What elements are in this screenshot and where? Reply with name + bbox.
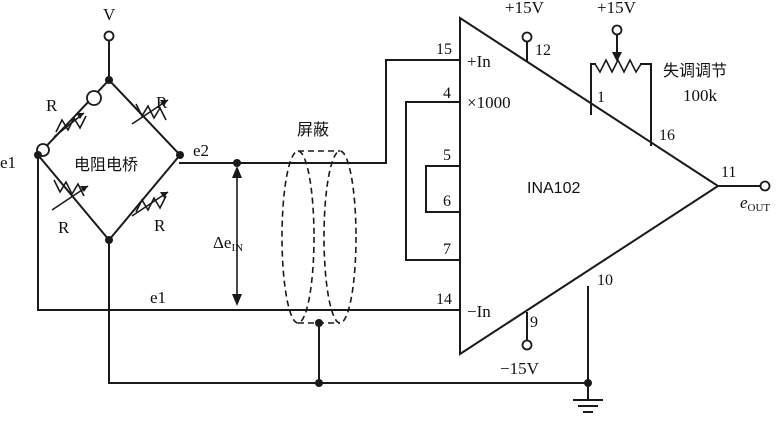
vpos-terminal-12 — [521, 31, 533, 43]
pin-9: 9 — [530, 314, 538, 331]
pin-1: 1 — [597, 89, 605, 106]
amp-name: INA102 — [527, 180, 580, 197]
pin-4: 4 — [443, 85, 451, 102]
node-e1-label: e1 — [0, 153, 16, 172]
resistor-label-bl: R — [58, 218, 70, 237]
gain-label: ×1000 — [467, 93, 511, 112]
pin-5: 5 — [443, 147, 451, 164]
trim-label: 失调调节 — [663, 61, 727, 80]
pin-12: 12 — [535, 42, 551, 59]
resistor-label-tr: R — [156, 93, 168, 112]
output-label: eOUT — [740, 193, 770, 214]
vpos-label-pot: +15V — [597, 0, 637, 17]
bridge-title: 电阻电桥 — [74, 155, 138, 174]
resistor-bottom-right — [131, 191, 169, 217]
pin-10: 10 — [597, 272, 613, 289]
e1-line-label: e1 — [150, 288, 166, 307]
pin-7: 7 — [443, 241, 451, 258]
wiring: e1 — [37, 59, 603, 413]
output-terminal — [759, 180, 771, 192]
vneg-label: −15V — [500, 359, 540, 378]
bridge-circuit: V R R R — [0, 5, 209, 244]
node-e2-label: e2 — [193, 141, 209, 160]
ground-icon — [573, 379, 603, 413]
resistor-top-left — [53, 112, 87, 138]
delta-ein-indicator: ΔeIN — [213, 166, 243, 306]
resistor-label-br: R — [154, 216, 166, 235]
shield-cable: 屏蔽 — [281, 120, 357, 324]
plus-in-label: +In — [467, 52, 491, 71]
supply-terminal — [103, 30, 115, 42]
offset-trim-pot — [590, 24, 652, 146]
pin-14: 14 — [436, 291, 452, 308]
pin-16: 16 — [659, 127, 675, 144]
shield-label: 屏蔽 — [297, 120, 329, 139]
resistor-label-tl: R — [46, 96, 58, 115]
delta-ein-label: ΔeIN — [213, 233, 243, 254]
resistor-bottom-left — [51, 179, 89, 211]
vpos-label-12: +15V — [505, 0, 545, 17]
bridge-ring-1 — [86, 90, 102, 106]
pin-15: 15 — [436, 41, 452, 58]
vpos-terminal-pot — [611, 24, 623, 36]
pin-11: 11 — [721, 164, 736, 181]
minus-in-label: −In — [467, 302, 491, 321]
vneg-terminal — [521, 339, 533, 351]
ina102-amplifier: INA102 15 +In 4 ×1000 5 6 7 14 −In +15V … — [436, 0, 771, 384]
supply-label: V — [103, 5, 116, 24]
pin-6: 6 — [443, 193, 451, 210]
trim-value: 100k — [683, 86, 718, 105]
amp-triangle — [459, 16, 720, 356]
resistor-top-right — [131, 99, 169, 125]
